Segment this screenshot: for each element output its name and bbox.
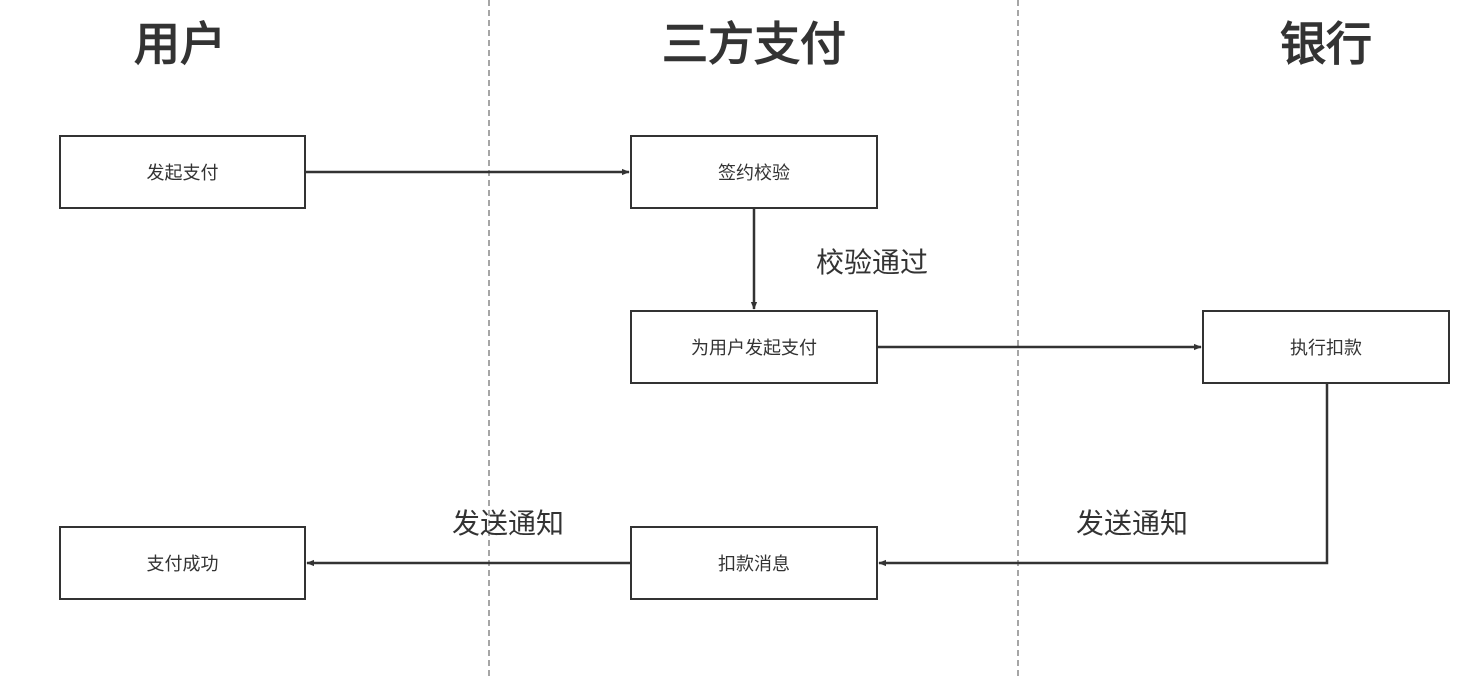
node-execute-deduction-label: 执行扣款 bbox=[1290, 338, 1362, 359]
lane-title-bank: 银行 bbox=[1280, 17, 1372, 71]
lane-title-user: 用户 bbox=[134, 17, 226, 71]
node-initiate-payment: 发起支付 bbox=[59, 135, 306, 209]
node-execute-deduction: 执行扣款 bbox=[1202, 310, 1450, 384]
node-payment-success: 支付成功 bbox=[59, 526, 306, 600]
node-contract-verify-label: 签约校验 bbox=[718, 163, 790, 184]
node-pay-for-user: 为用户发起支付 bbox=[630, 310, 878, 384]
lane-divider-left bbox=[488, 0, 490, 676]
lane-title-third-party: 三方支付 bbox=[662, 17, 846, 71]
edge-label-verify-passed: 校验通过 bbox=[816, 246, 929, 279]
lane-divider-right bbox=[1017, 0, 1019, 676]
node-initiate-payment-label: 发起支付 bbox=[146, 163, 219, 184]
node-contract-verify: 签约校验 bbox=[630, 135, 878, 209]
node-deduction-message: 扣款消息 bbox=[630, 526, 878, 600]
node-deduction-message-label: 扣款消息 bbox=[718, 554, 790, 575]
edge-label-notify-third-party: 发送通知 bbox=[1076, 507, 1189, 540]
node-pay-for-user-label: 为用户发起支付 bbox=[691, 338, 817, 359]
node-payment-success-label: 支付成功 bbox=[146, 554, 219, 575]
edge-deduction-to-message bbox=[878, 384, 1329, 567]
edge-label-notify-user: 发送通知 bbox=[452, 507, 565, 540]
